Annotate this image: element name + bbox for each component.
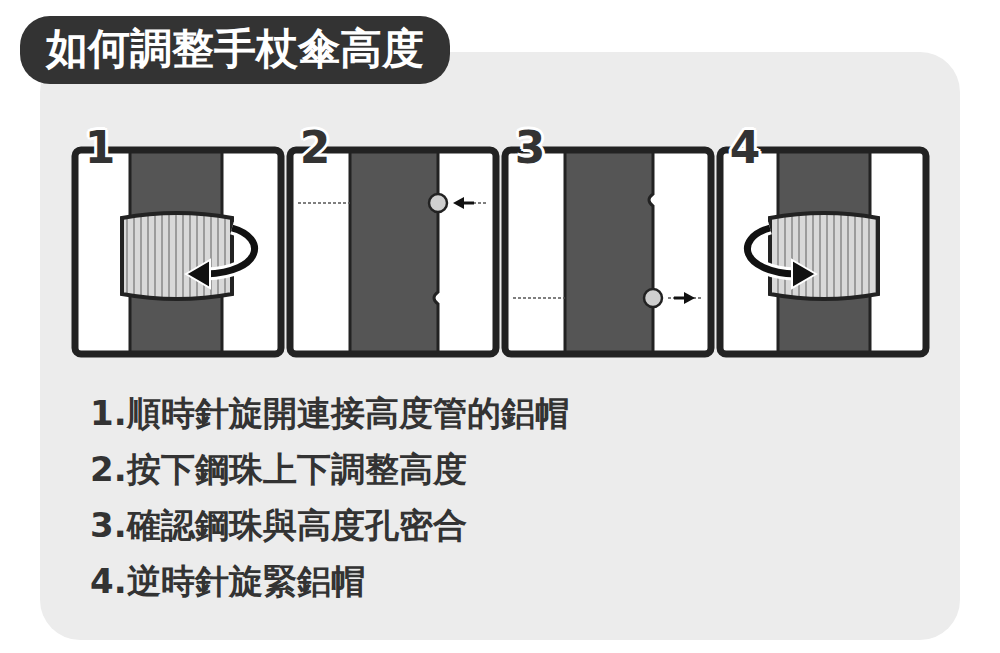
step-panel xyxy=(505,150,711,354)
background-panel xyxy=(40,52,960,640)
step-instruction: 1.順時針旋開連接高度管的鋁帽 xyxy=(90,393,569,434)
step-panel xyxy=(720,150,926,354)
step-panel xyxy=(75,150,281,354)
page-title: 如何調整手杖傘高度 xyxy=(20,16,450,84)
callout-number: 4 xyxy=(730,126,761,170)
callout-number: 2 xyxy=(300,126,331,170)
callout-number: 3 xyxy=(515,126,546,170)
step-panel xyxy=(290,150,496,354)
step-instruction: 4.逆時針旋緊鋁帽 xyxy=(90,561,365,602)
callout-number: 1 xyxy=(85,126,116,170)
step-instruction: 2.按下鋼珠上下調整高度 xyxy=(90,449,467,490)
step-instruction: 3.確認鋼珠與高度孔密合 xyxy=(90,505,467,546)
